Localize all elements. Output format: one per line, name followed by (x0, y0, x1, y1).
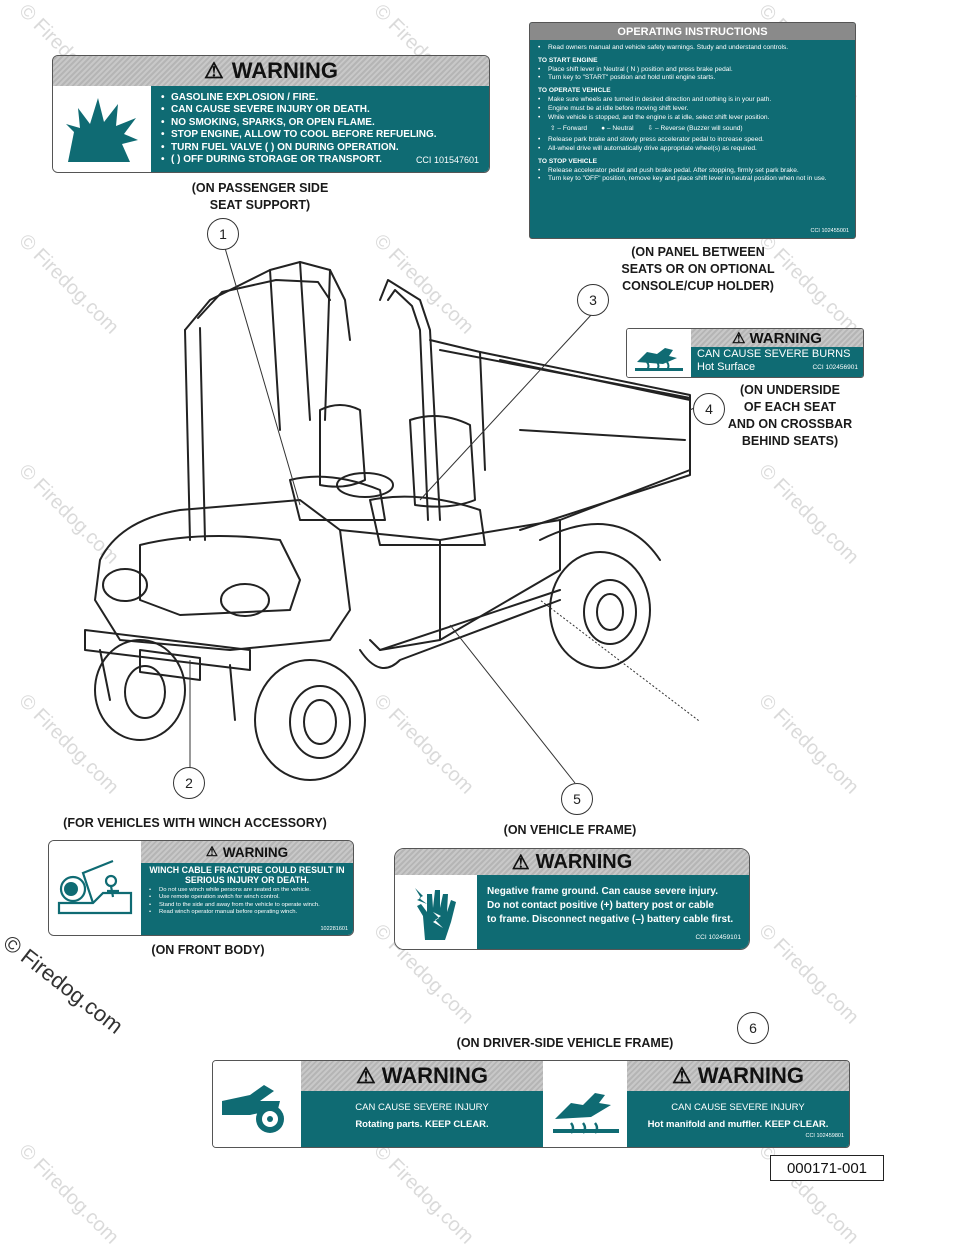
fuel-warning-line: GASOLINE EXPLOSION / FIRE. (161, 92, 479, 105)
winch-headline: WINCH CABLE FRACTURE COULD RESULT IN SER… (149, 865, 345, 885)
operate-heading: TO OPERATE VEHICLE (538, 87, 611, 95)
warning-title: WARNING (535, 850, 633, 873)
operate-item: Release park brake and slowly press acce… (538, 136, 847, 145)
decal-code: CCI 102456901 (812, 364, 858, 371)
warning-triangle-icon: ⚠ (671, 1063, 692, 1088)
callout-1: 1 (207, 218, 239, 250)
driver-frame-warning-decal: ⚠ WARNING CAN CAUSE SEVERE INJURY Rotati… (212, 1060, 850, 1148)
utility-vehicle-illustration (84, 247, 700, 784)
watermark: © Firedog.com (754, 460, 863, 569)
forward-arrow-icon: ⇧ (550, 125, 556, 133)
warning-triangle-icon: ⚠ (203, 58, 224, 83)
callout-2: 2 (173, 767, 205, 799)
fuel-warning-line: ( ) OFF DURING STORAGE OR TRANSPORT. (161, 154, 479, 167)
operate-item: All-wheel drive will automatically drive… (538, 145, 847, 154)
stop-item: Turn key to "OFF" position, remove key a… (538, 175, 847, 184)
warning-triangle-icon: ⚠ (511, 851, 530, 874)
neutral-indicator: ● – Neutral (601, 125, 634, 133)
warning-triangle-icon: ⚠ (355, 1063, 376, 1088)
operating-header: OPERATING INSTRUCTIONS (530, 23, 855, 40)
hot-surface-icon (627, 329, 691, 377)
watermark: © Firedog.com (754, 690, 863, 799)
winch-item: Stand to the side and away from the vehi… (149, 902, 345, 910)
winch-item: Use remote operation switch for winch co… (149, 894, 345, 902)
warning-header: ⚠ WARNING (395, 849, 749, 875)
fuel-warning-line: CAN CAUSE SEVERE INJURY OR DEATH. (161, 104, 479, 117)
stop-heading: TO STOP VEHICLE (538, 157, 597, 165)
neutral-icon: ● (601, 125, 606, 133)
warning-title: WARNING (749, 329, 822, 347)
operating-intro: Read owners manual and vehicle safety wa… (538, 44, 847, 53)
forward-indicator: ⇧ – Forward (550, 125, 588, 133)
driver-frame-caption: (ON DRIVER-SIDE VEHICLE FRAME) (456, 1036, 674, 1050)
start-heading: TO START ENGINE (538, 56, 598, 64)
decal-code: CCI 101547601 (415, 154, 479, 165)
winch-caption-top: (FOR VEHICLES WITH WINCH ACCESSORY) (63, 816, 327, 830)
fuel-warning-line: NO SMOKING, SPARKS, OR OPEN FLAME. (161, 117, 479, 130)
warning-header: ⚠ WARNING (53, 56, 489, 86)
warning-title: WARNING (231, 58, 339, 83)
winch-warning-decal: ⚠ WARNING WINCH CABLE FRACTURE COULD RES… (48, 840, 354, 936)
fuel-warning-decal: ⚠ WARNING GASOLINE EXPLOSION / FIRE. CAN… (52, 55, 490, 173)
burns-line2: Hot Surface (697, 361, 756, 373)
rotating-line1: CAN CAUSE SEVERE INJURY (355, 1102, 489, 1113)
explosion-icon (53, 86, 151, 172)
fuel-warning-line: STOP ENGINE, ALLOW TO COOL BEFORE REFUEL… (161, 129, 479, 142)
callout-4: 4 (693, 393, 725, 425)
frame-caption: (ON VEHICLE FRAME) (503, 823, 637, 837)
decal-code: 102281601 (320, 926, 348, 932)
fuel-warning-line: TURN FUEL VALVE ( ) ON DURING OPERATION. (161, 142, 479, 155)
watermark: © Firedog.com (754, 920, 863, 1029)
callout-6: 6 (737, 1012, 769, 1044)
frame-line: Negative frame ground. Can cause severe … (487, 886, 719, 897)
stop-item: Release accelerator pedal and push brake… (538, 167, 847, 176)
frame-line: Do not contact positive (+) battery post… (487, 900, 714, 911)
operate-item: While vehicle is stopped, and the engine… (538, 114, 847, 123)
manifold-line1: CAN CAUSE SEVERE INJURY (671, 1102, 805, 1113)
watermark: © Firedog.com (369, 1140, 478, 1249)
fuel-warning-caption: (ON PASSENGER SIDE SEAT SUPPORT) (191, 181, 329, 212)
callout-5: 5 (561, 783, 593, 815)
watermark: © Firedog.com (14, 1140, 123, 1249)
electric-shock-icon (395, 875, 477, 949)
warning-header: ⚠ WARNING (301, 1061, 543, 1091)
winch-item: Read winch operator manual before operat… (149, 909, 345, 917)
rotating-parts-icon (213, 1061, 301, 1147)
start-item: Place shift lever in Neutral ( N ) posit… (538, 66, 847, 75)
hot-manifold-icon (545, 1061, 627, 1147)
warning-title: WARNING (381, 1063, 489, 1088)
winch-caption-bottom: (ON FRONT BODY) (151, 943, 265, 957)
winch-item: Do not use winch while persons are seate… (149, 887, 345, 895)
operate-item: Engine must be at idle before moving shi… (538, 105, 847, 114)
warning-title: WARNING (697, 1063, 805, 1088)
frame-warning-decal: ⚠ WARNING Negative frame ground. Can cau… (394, 848, 750, 950)
warning-triangle-icon: ⚠ (205, 844, 218, 859)
reverse-indicator: ⇩ – Reverse (Buzzer will sound) (647, 125, 743, 133)
rotating-line2: Rotating parts. KEEP CLEAR. (355, 1119, 489, 1130)
watermark-large: © Firedog.com (0, 930, 128, 1039)
burns-caption: (ON UNDERSIDE OF EACH SEAT AND ON CROSSB… (727, 383, 853, 448)
burns-line1: CAN CAUSE SEVERE BURNS (697, 348, 851, 360)
winch-operator-icon (49, 841, 141, 935)
reverse-arrow-icon: ⇩ (647, 125, 654, 133)
warning-triangle-icon: ⚠ (732, 330, 746, 347)
manifold-line2: Hot manifold and muffler. KEEP CLEAR. (647, 1119, 829, 1130)
operate-item: Make sure wheels are turned in desired d… (538, 96, 847, 105)
operating-instructions-decal: OPERATING INSTRUCTIONS Read owners manua… (529, 22, 856, 239)
warning-header: ⚠ WARNING (691, 329, 863, 347)
frame-line: to frame. Disconnect negative (–) batter… (487, 914, 734, 925)
warning-header: ⚠ WARNING (141, 841, 353, 863)
decal-code: CCI 102455001 (810, 228, 849, 234)
operating-caption: (ON PANEL BETWEEN SEATS OR ON OPTIONAL C… (621, 245, 775, 293)
warning-header: ⚠ WARNING (627, 1061, 849, 1091)
burns-warning-decal: ⚠ WARNING CAN CAUSE SEVERE BURNS Hot Sur… (626, 328, 864, 378)
callout-3: 3 (577, 284, 609, 316)
decal-code: CCI 102459801 (805, 1133, 844, 1139)
decal-code: CCI 102459101 (695, 934, 741, 941)
start-item: Turn key to "START" position and hold un… (538, 74, 847, 83)
warning-title: WARNING (222, 844, 289, 860)
part-number: 000171-001 (770, 1155, 884, 1181)
